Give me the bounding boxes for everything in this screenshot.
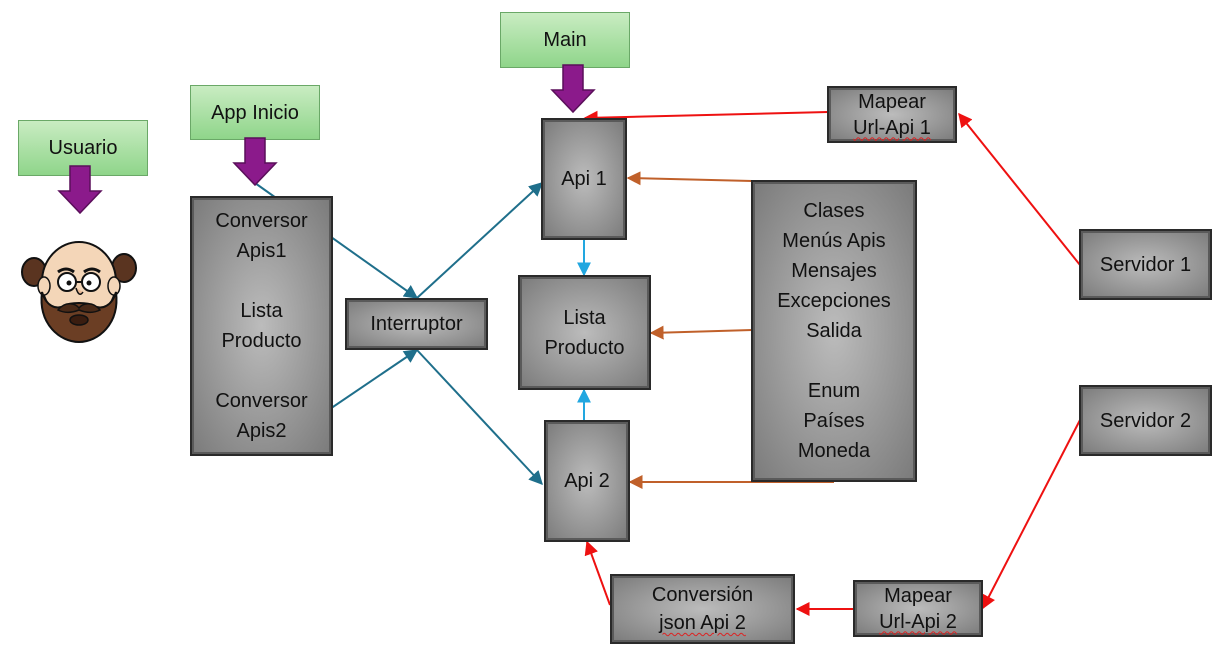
arrow-conversion-to-api2 xyxy=(584,540,611,606)
arrow-servidor1-to-mapear1 xyxy=(958,112,1081,266)
conversion-api2-line-2: json Api 2 xyxy=(659,612,746,634)
purple-down-arrow-icon xyxy=(550,64,596,114)
conversor-line-2: Apis1 xyxy=(236,240,287,262)
conversion-api2-box: Conversión json Api 2 xyxy=(610,574,795,644)
clases-line-4: Excepciones xyxy=(777,290,891,312)
servidor2-label: Servidor 2 xyxy=(1099,409,1192,432)
arrow-clases-to-lista xyxy=(649,325,753,340)
app-inicio-label: App Inicio xyxy=(211,101,299,124)
app-inicio-box: App Inicio xyxy=(190,85,320,140)
purple-down-arrow-icon xyxy=(57,165,103,215)
clases-line-2: Menús Apis xyxy=(782,230,886,252)
bearded-man-avatar-icon xyxy=(21,241,137,344)
servidor1-box: Servidor 1 xyxy=(1079,229,1212,300)
lista-producto-box: Lista Producto xyxy=(518,275,651,390)
interruptor-label: Interruptor xyxy=(370,313,463,335)
arrow-mapear1-to-api1 xyxy=(583,110,829,125)
conversor-line-5: Conversor xyxy=(215,390,308,412)
conversor-line-6: Apis2 xyxy=(236,420,287,442)
clases-line-5: Salida xyxy=(806,320,862,342)
clases-block: Clases Menús Apis Mensajes Excepciones S… xyxy=(751,180,917,482)
conversor-line-1: Conversor xyxy=(215,210,308,232)
interruptor-box: Interruptor xyxy=(345,298,488,350)
usuario-label: Usuario xyxy=(48,137,118,159)
clases-line-7: Países xyxy=(803,410,865,432)
api1-label: Api 1 xyxy=(561,168,607,190)
purple-down-arrow-icon xyxy=(232,137,278,187)
servidor2-box: Servidor 2 xyxy=(1079,385,1212,456)
clases-line-6: Enum xyxy=(807,380,861,402)
arrow-clases-to-api1 xyxy=(626,171,753,186)
mapear-api1-line-1: Mapear xyxy=(858,90,926,113)
clases-line-3: Mensajes xyxy=(791,260,877,282)
api1-box: Api 1 xyxy=(541,118,627,240)
lista-producto-line-1: Lista xyxy=(563,306,606,329)
api2-label: Api 2 xyxy=(564,470,610,492)
mapear-api2-line-2: Url-Api 2 xyxy=(879,610,957,633)
clases-line-1: Clases xyxy=(803,200,865,222)
mapear-api2-box: Mapear Url-Api 2 xyxy=(853,580,983,637)
conversor-block: Conversor Apis1 Lista Producto Conversor… xyxy=(190,196,333,456)
mapear-api2-line-1: Mapear xyxy=(884,584,952,607)
lista-producto-line-2: Producto xyxy=(544,336,625,359)
clases-line-8: Moneda xyxy=(797,440,871,462)
conversor-line-3: Lista xyxy=(240,300,283,322)
conversion-api2-line-1: Conversión xyxy=(651,584,754,606)
main-box: Main xyxy=(500,12,630,68)
arrow-interruptor-to-api2 xyxy=(416,349,543,486)
conversor-line-4: Producto xyxy=(221,330,302,352)
api2-box: Api 2 xyxy=(544,420,630,542)
servidor1-label: Servidor 1 xyxy=(1099,253,1192,276)
main-label: Main xyxy=(543,29,587,51)
arrow-interruptor-to-api1 xyxy=(416,182,544,299)
arrow-servidor2-to-mapear2 xyxy=(982,419,1081,610)
mapear-api1-box: Mapear Url-Api 1 xyxy=(827,86,957,143)
mapear-api1-line-2: Url-Api 1 xyxy=(853,116,931,139)
